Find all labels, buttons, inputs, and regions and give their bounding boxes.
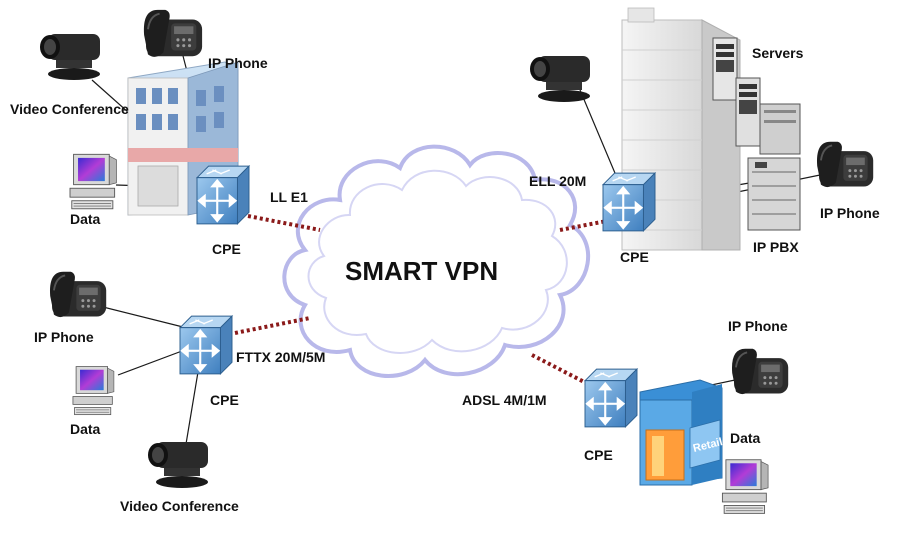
skyscraper-icon [621,7,741,251]
label-ip-phone-bottom-left: IP Phone [34,329,94,345]
ip-pbx-icon [747,157,801,231]
label-video-conference-top-left: Video Conference [10,101,129,117]
vpn-cloud [282,144,590,378]
ip-phone-icon [731,347,790,396]
label-data-bottom-right: Data [730,430,761,446]
label-video-conference-bottom-left: Video Conference [120,498,239,514]
desktop-computer-icon [721,459,769,514]
label-link-top-right: ELL 20M [529,173,587,189]
retail-shop-icon: Retail [639,379,724,486]
label-link-bottom-left: FTTX 20M/5M [236,349,326,365]
desktop-computer-icon [72,366,115,416]
label-cpe-top-left: CPE [212,241,241,257]
label-cpe-bottom-right: CPE [584,447,613,463]
label-servers: Servers [752,45,804,61]
label-data-bottom-left: Data [70,421,101,437]
video-camera-icon [148,442,208,488]
router-icon [178,315,234,375]
video-camera-icon [530,56,590,102]
router-icon [195,165,251,225]
ip-phone-icon [816,140,875,189]
label-cpe-top-right: CPE [620,249,649,265]
label-link-top-left: LL E1 [270,189,308,205]
label-link-bottom-right: ADSL 4M/1M [462,392,547,408]
cloud-title: SMART VPN [345,256,499,286]
label-ip-phone-top-left: IP Phone [208,55,268,71]
label-ip-phone-bottom-right: IP Phone [728,318,788,334]
server-rack-icon [712,37,801,155]
video-camera-icon [40,34,100,80]
ip-phone-icon [142,8,204,58]
label-cpe-bottom-left: CPE [210,392,239,408]
label-data-top-left: Data [70,211,101,227]
ip-phone-icon [49,270,108,319]
label-ip-pbx: IP PBX [753,239,799,255]
router-icon [583,368,639,428]
desktop-computer-icon [69,153,117,210]
router-icon [601,172,657,232]
label-ip-phone-top-right: IP Phone [820,205,880,221]
